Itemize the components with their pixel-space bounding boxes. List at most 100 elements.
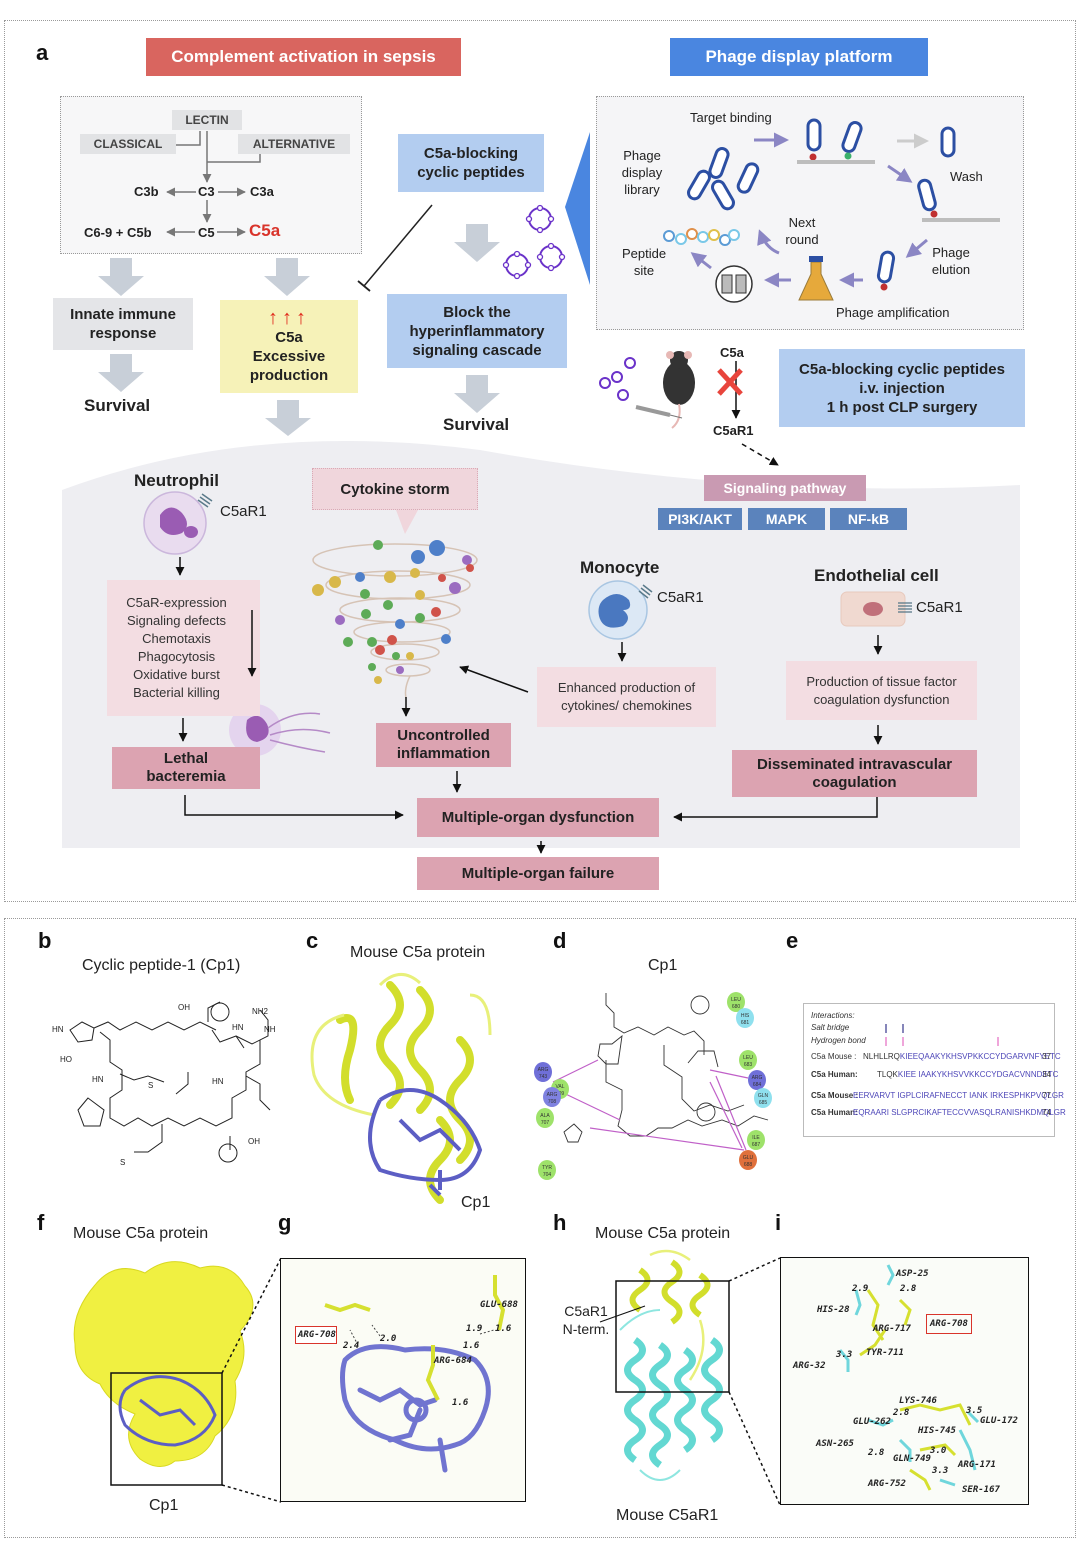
residue-node-name: GLN — [758, 1093, 769, 1099]
svg-text:OH: OH — [178, 1003, 190, 1012]
neutrophil-effects-box: C5aR-expression Signaling defects Chemot… — [107, 580, 260, 716]
sequence-name: C5a Human: — [811, 1070, 858, 1079]
phage-display-illustration — [663, 118, 1000, 303]
injection-line-3: 1 h post CLP surgery — [826, 398, 978, 416]
pathway-pi3k-akt: PI3K/AKT — [658, 508, 742, 530]
residue-label: SER-167 — [962, 1485, 1000, 1495]
panel-c-title: Mouse C5a protein — [350, 944, 486, 961]
residue-label: ARG-752 — [868, 1479, 906, 1489]
neutrophil-effect: Bacterial killing — [133, 685, 220, 700]
endothelial-effect-box: Production of tissue factor coagulation … — [786, 661, 977, 720]
sequence-end: 74 — [1042, 1108, 1051, 1117]
svg-text:OH: OH — [248, 1137, 260, 1146]
mouse-injection-illustration — [635, 351, 779, 466]
injection-line-2: i.v. injection — [859, 379, 945, 397]
residue-node-number: 681 — [741, 1020, 750, 1026]
panel-c-ligand-label: Cp1 — [461, 1194, 491, 1211]
panel-d-title: Cp1 — [648, 957, 678, 974]
residue-node-name: TYR — [542, 1165, 552, 1171]
arg-708-highlight-box — [295, 1326, 337, 1344]
neutrophil-effect: Signaling defects — [126, 613, 226, 628]
residue-node-number: 685 — [759, 1100, 768, 1106]
panels-b-i-frame — [4, 918, 1076, 1538]
panel-b-label: b — [38, 928, 52, 953]
svg-text:NH2: NH2 — [252, 1007, 269, 1016]
panel-b-title: Cyclic peptide-1 (Cp1) — [82, 957, 241, 974]
legend-salt-bridge: Salt bridge — [811, 1023, 850, 1032]
monocyte-effect-box: Enhanced production of cytokines/ chemok… — [537, 667, 716, 727]
residue-node — [739, 1050, 757, 1070]
header-complement-activation: Complement activation in sepsis — [146, 38, 461, 76]
sequence-blue: KIEE IAAKYKHSVVKKCCYDGACVNNDETC — [897, 1070, 1059, 1079]
residue-node-number: 743 — [539, 1074, 548, 1080]
c5ar1-injection-label: C5aR1 — [713, 423, 754, 438]
residue-node — [536, 1108, 554, 1128]
residue-label: GLU-688 — [480, 1300, 518, 1310]
sequence-row: C5a Human: EQRAARI SLGPRCIKAFTECCVVASQLR… — [811, 1108, 1066, 1117]
panel-i-detail-box — [780, 1257, 1029, 1505]
distance-label: 1.9 — [466, 1324, 483, 1334]
neutrophil-cell-icon — [143, 491, 331, 756]
uncontrolled-inflammation-box: Uncontrolled inflammation — [376, 723, 511, 767]
block-cascade-box: Block the hyperinflammatory signaling ca… — [387, 294, 567, 368]
residue-node — [736, 1008, 754, 1028]
sequence-row: C5a Mouse : EERVARVT IGPLCIRAFNECCT IANK… — [811, 1091, 1064, 1100]
sequence-blue: EQRAARI SLGPRCIKAFTECCVVASQLRANISHKDMQLG… — [853, 1108, 1066, 1117]
sequence-black: NLHLLRQ — [863, 1052, 900, 1061]
sequencing-icon — [715, 265, 753, 303]
residue-node — [754, 1088, 772, 1108]
arg-708-highlight-box-i — [926, 1314, 972, 1334]
flask-icon — [798, 256, 834, 301]
residue-node-name: ARG — [547, 1092, 558, 1098]
residue-node-name: LEU — [743, 1055, 753, 1061]
panel-c-label: c — [306, 928, 319, 953]
residue-node-number: 687 — [752, 1142, 761, 1148]
monocyte-cell-icon — [588, 580, 653, 640]
pathway-nf-kb: NF-kB — [830, 508, 907, 530]
residue-label: ARG-32 — [793, 1361, 826, 1371]
neutrophil-effect: Chemotaxis — [142, 631, 211, 646]
target-binding-label: Target binding — [690, 110, 772, 125]
residue-node-name: VAL — [555, 1084, 564, 1090]
panel-h-receptor-label: Mouse C5aR1 — [616, 1507, 719, 1524]
panel-d-label: d — [553, 928, 567, 953]
distance-label: 3.5 — [966, 1406, 983, 1416]
c5a-blocking-peptides-box: C5a-blocking cyclic peptides — [398, 134, 544, 192]
panel-f-ligand-label: Cp1 — [149, 1497, 179, 1514]
distance-label: 2.0 — [380, 1334, 397, 1344]
signaling-pathway-box: Signaling pathway — [704, 475, 866, 501]
c69-c5b-label: C6-9 + C5b — [84, 225, 152, 240]
multiple-organ-dysfunction-box: Multiple-organ dysfunction — [417, 798, 659, 837]
residue-label: ARG-708 — [298, 1330, 336, 1340]
neutrophil-c5ar1-label: C5aR1 — [220, 503, 267, 520]
endothelial-title: Endothelial cell — [814, 566, 939, 585]
residue-label: HIS-28 — [817, 1305, 850, 1315]
panel-a-label: a — [36, 40, 49, 65]
neutrophil-effect: C5aR-expression — [126, 595, 227, 610]
distance-label: 1.6 — [452, 1398, 469, 1408]
residue-node-name: ARG — [538, 1067, 549, 1073]
residue-node-number: 680 — [732, 1004, 741, 1010]
endothelial-c5ar1-label: C5aR1 — [916, 599, 963, 616]
lethal-bacteremia-box: Lethal bacteremia — [112, 747, 260, 789]
residue-label: TYR-711 — [866, 1348, 904, 1358]
svg-text:HN: HN — [232, 1023, 244, 1032]
svg-text:S: S — [148, 1081, 153, 1090]
panel-f-label: f — [37, 1210, 45, 1235]
residue-label: ARG-708 — [930, 1319, 968, 1329]
sequence-end: 77 — [1042, 1091, 1051, 1100]
distance-label: 2.9 — [852, 1284, 869, 1294]
distance-label: 1.6 — [495, 1324, 512, 1334]
residue-node — [534, 1062, 552, 1082]
sequence-end: 34 — [1042, 1070, 1051, 1079]
peptide-chain-icon — [663, 228, 740, 246]
residue-node-number: 683 — [744, 1062, 753, 1068]
innate-immune-response-box: Innate immune response — [53, 298, 193, 350]
residue-node-name: ALA — [540, 1113, 550, 1119]
